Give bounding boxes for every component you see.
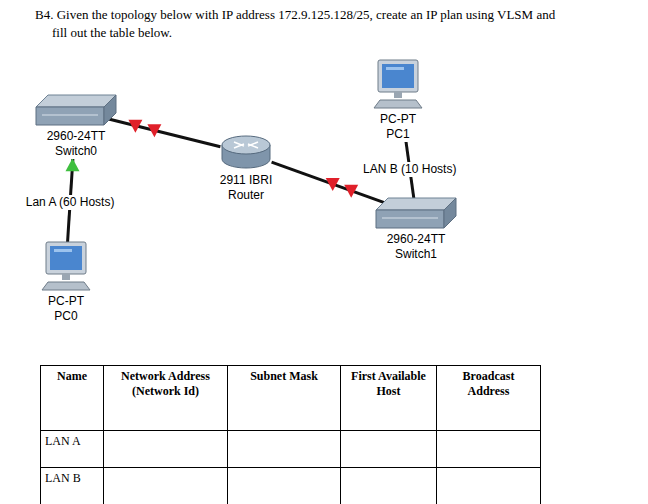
link-status-light xyxy=(326,178,340,191)
table-header: Subnet Mask xyxy=(228,366,341,431)
question-title: B4. Given the topology below with IP add… xyxy=(35,6,572,42)
link-label: Lan A (60 Hosts) xyxy=(24,195,117,210)
switch-device: 2960-24TT Switch1 xyxy=(366,196,466,262)
link-label: LAN B (10 Hosts) xyxy=(361,162,458,177)
table-cell xyxy=(228,468,341,504)
table-cell xyxy=(437,468,541,504)
device-icon xyxy=(218,133,274,173)
table-cell xyxy=(228,431,341,468)
table-cell xyxy=(341,468,437,504)
pc-device: PC-PT PC1 xyxy=(360,56,436,142)
device-icon xyxy=(34,93,118,129)
device-label: 2960-24TT Switch0 xyxy=(39,129,113,159)
ip-plan-table: Name Network Address (Network Id) Subnet… xyxy=(40,365,541,504)
router-device: 2911 IBRI Router xyxy=(200,133,292,203)
device-label: 2911 IBRI Router xyxy=(209,173,283,203)
device-label: 2960-24TT Switch1 xyxy=(379,232,453,262)
table-cell xyxy=(104,431,228,468)
table-header: Broadcast Address xyxy=(437,366,541,431)
switch-device: 2960-24TT Switch0 xyxy=(28,93,124,159)
device-icon xyxy=(38,238,94,294)
table-row-name: LAN B xyxy=(41,468,104,504)
network-link xyxy=(104,118,221,147)
pc-device: PC-PT PC0 xyxy=(28,238,104,324)
link-status-light xyxy=(147,124,161,137)
device-icon xyxy=(374,196,458,232)
table-cell xyxy=(341,431,437,468)
link-status-light xyxy=(65,158,79,171)
device-label: PC-PT PC0 xyxy=(38,294,94,324)
table-cell xyxy=(437,431,541,468)
device-icon xyxy=(370,56,426,112)
table-header: First Available Host xyxy=(341,366,437,431)
table-header: Network Address (Network Id) xyxy=(104,366,228,431)
link-status-light xyxy=(344,185,358,198)
device-label: PC-PT PC1 xyxy=(370,112,426,142)
table-header: Name xyxy=(41,366,104,431)
link-status-light xyxy=(128,120,142,133)
table-row-name: LAN A xyxy=(41,431,104,468)
table-cell xyxy=(104,468,228,504)
